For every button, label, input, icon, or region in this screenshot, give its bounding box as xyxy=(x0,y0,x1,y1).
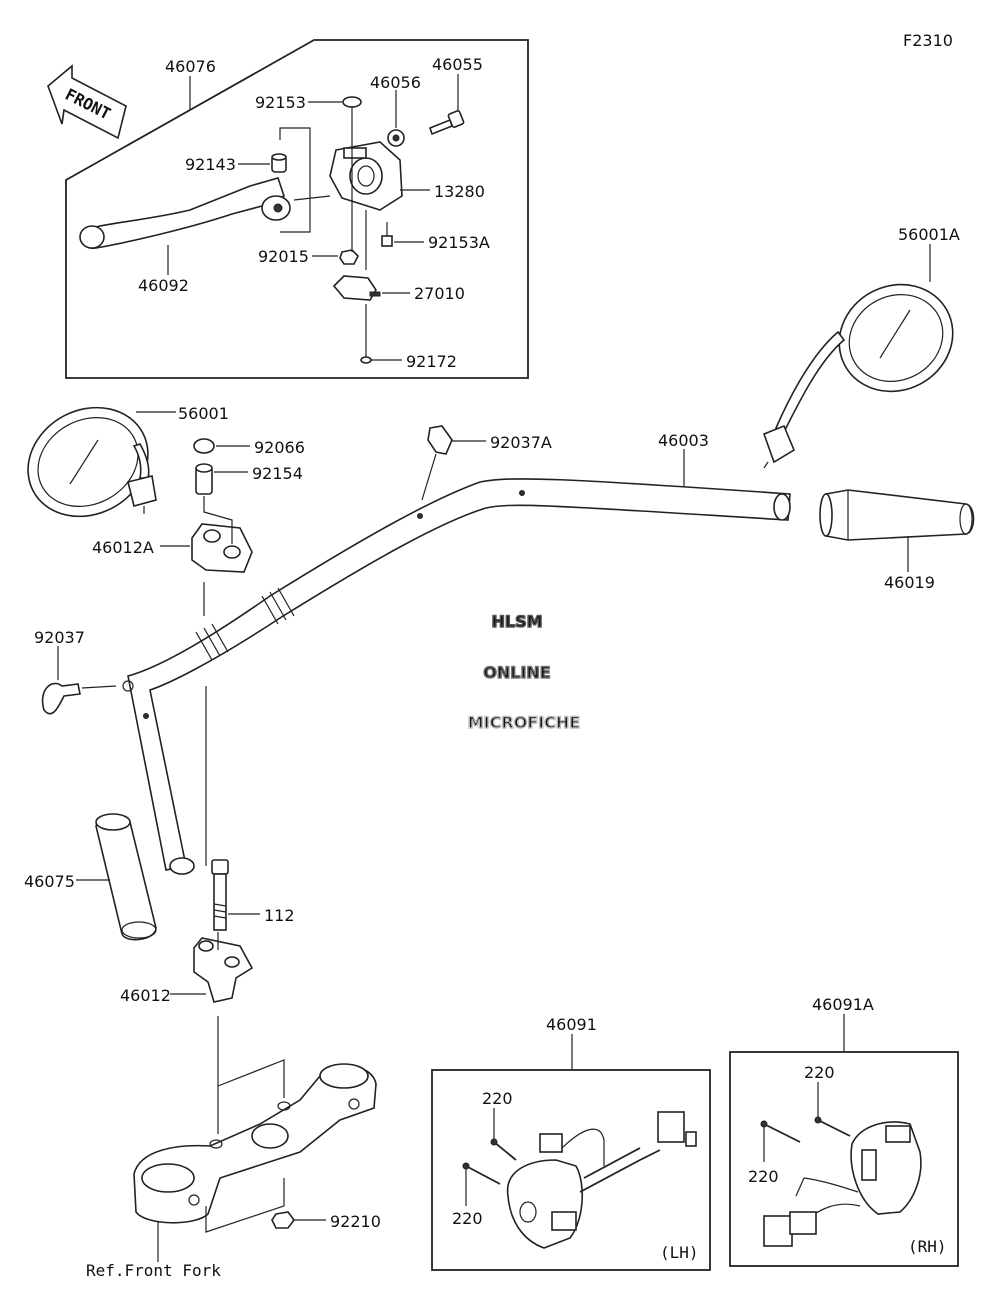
left-switch-housing xyxy=(506,1111,697,1249)
label-46055: 46055 xyxy=(432,55,483,74)
lever-assembly-box xyxy=(65,39,529,379)
holder-bolt xyxy=(195,463,213,495)
watermark: HLSM ONLINE MICROFICHE xyxy=(467,611,581,733)
nut xyxy=(339,249,359,265)
label-46091: 46091 xyxy=(546,1015,597,1034)
label-92172: 92172 xyxy=(406,352,457,371)
knurling xyxy=(195,587,295,661)
label-92154: 92154 xyxy=(252,464,303,483)
label-46075: 46075 xyxy=(24,872,75,891)
label-220-rh-a: 220 xyxy=(804,1063,835,1082)
label-92037A: 92037A xyxy=(490,433,552,452)
lh-label: (LH) xyxy=(660,1243,699,1262)
cap xyxy=(193,438,215,454)
label-220-lh-b: 220 xyxy=(452,1209,483,1228)
left-grip xyxy=(95,813,157,941)
clutch-switch xyxy=(332,275,381,301)
label-46092: 46092 xyxy=(138,276,189,295)
lower-holder xyxy=(193,937,254,1003)
figure-code: F2310 xyxy=(903,31,953,50)
switch-screw xyxy=(360,304,372,364)
front-arrow-icon: FRONT xyxy=(47,64,127,140)
holder-screw xyxy=(381,222,393,247)
label-46012: 46012 xyxy=(120,986,171,1005)
switch-screw-lh-a xyxy=(490,1138,517,1161)
upper-triple-clamp xyxy=(133,1063,377,1224)
label-46056: 46056 xyxy=(370,73,421,92)
label-56001A: 56001A xyxy=(898,225,960,244)
label-92153: 92153 xyxy=(255,93,306,112)
rh-label: (RH) xyxy=(908,1237,947,1256)
bushing xyxy=(271,153,287,173)
mirror-left xyxy=(27,406,157,518)
left-switch-box xyxy=(431,1069,711,1271)
label-92210: 92210 xyxy=(330,1212,381,1231)
label-46019: 46019 xyxy=(884,573,935,592)
switch-screw-lh-b xyxy=(462,1162,501,1185)
watermark-line-2: ONLINE xyxy=(483,663,550,682)
mirror-right xyxy=(762,283,954,469)
label-92037: 92037 xyxy=(34,628,85,647)
right-switch-housing xyxy=(763,1121,922,1247)
label-46076: 46076 xyxy=(165,57,216,76)
label-13280: 13280 xyxy=(434,182,485,201)
holder-bolt-long xyxy=(211,859,229,931)
ref-front-fork: Ref.Front Fork xyxy=(86,1261,221,1280)
clutch-lever xyxy=(79,177,291,250)
adjuster-bolt xyxy=(429,110,465,136)
pivot-bolt xyxy=(342,96,362,128)
throttle-grip xyxy=(819,489,975,541)
watermark-line-3: MICROFICHE xyxy=(468,713,580,732)
watermark-line-1: HLSM xyxy=(491,612,542,631)
lever-holder xyxy=(329,141,403,211)
clip-lower xyxy=(41,682,81,715)
label-112: 112 xyxy=(264,906,295,925)
label-220-lh-a: 220 xyxy=(482,1089,513,1108)
label-220-rh-b: 220 xyxy=(748,1167,779,1186)
label-46012A: 46012A xyxy=(92,538,154,557)
label-92015: 92015 xyxy=(258,247,309,266)
switch-screw-rh-b xyxy=(760,1120,801,1143)
handlebar xyxy=(122,478,791,875)
label-92143: 92143 xyxy=(185,155,236,174)
label-27010: 27010 xyxy=(414,284,465,303)
clip-upper xyxy=(427,425,453,455)
adjuster-wheel xyxy=(387,129,405,147)
upper-holder xyxy=(191,523,253,573)
label-92153A: 92153A xyxy=(428,233,490,252)
switch-screw-rh-a xyxy=(814,1116,851,1137)
label-46091A: 46091A xyxy=(812,995,874,1014)
label-92066: 92066 xyxy=(254,438,305,457)
clamp-nut xyxy=(271,1211,295,1229)
label-56001: 56001 xyxy=(178,404,229,423)
label-46003: 46003 xyxy=(658,431,709,450)
